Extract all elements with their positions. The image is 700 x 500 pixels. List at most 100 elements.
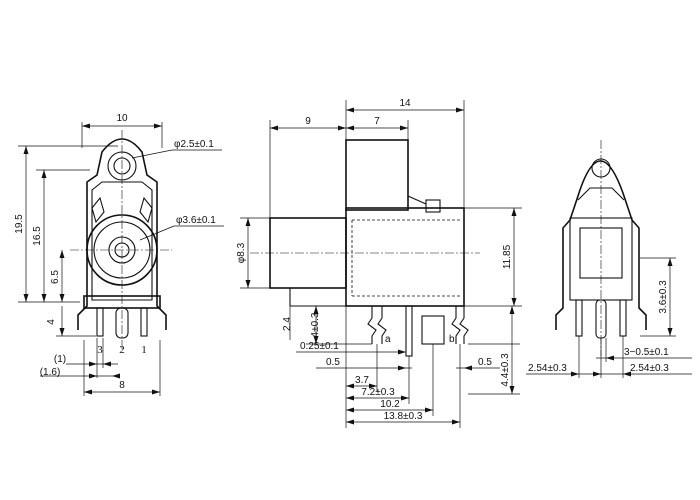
side-dim-pin-width-left: 0.5 (326, 357, 340, 368)
side-dim-7-arrow-r (400, 125, 408, 131)
front-dim-65-arrow-t (59, 250, 65, 258)
side-dim-1185-arrow-t (511, 208, 517, 216)
front-dim-offset2-arrow-a (89, 373, 97, 379)
front-dim-pin-protrusion: 4 (46, 319, 57, 325)
front-dim-h165-arrow-b (41, 294, 47, 302)
front-latch-left (91, 196, 105, 224)
side-dim-4-arrow-b (313, 336, 319, 344)
side-dim-barrel-length: 9 (305, 116, 311, 127)
side-dim-05l-arrow (398, 365, 406, 371)
front-dim-width-arrow-l (82, 123, 90, 129)
rear-dim-pitch-arrow-c (593, 371, 601, 377)
side-dim-37-arrow-r (369, 383, 377, 389)
rear-dim-pinw-arrow (606, 355, 614, 361)
rear-dim-pin-width: 3−0.5±0.1 (624, 347, 669, 358)
side-dim-44-arrow-b (509, 386, 515, 394)
side-dim-025-arrow (398, 349, 406, 355)
front-dim-height: 19.5 (14, 214, 25, 234)
front-dim-pin-offset: (1) (54, 354, 66, 365)
front-dim-top-hole: φ2.5±0.1 (174, 139, 214, 150)
side-dim-overall-length: 14 (399, 98, 411, 109)
side-dim-barrel-diameter: φ8.3 (236, 242, 247, 263)
front-dim-h195-arrow-t (23, 146, 29, 154)
side-dim-pin-width-right: 0.5 (478, 357, 492, 368)
rear-dim-pitch-right: 2.54±0.3 (630, 363, 669, 374)
front-dim-8-arrow-l (84, 389, 92, 395)
side-dim-138-arrow-l (346, 419, 354, 425)
side-dim-pin-thickness: 0.25±0.1 (300, 341, 339, 352)
front-dim-65-arrow-b (59, 294, 65, 302)
side-dim-pin-a-pos: 3.7 (355, 375, 369, 386)
front-dim-h195-arrow-b (23, 294, 29, 302)
side-dim-pin-b-pos: 10.2 (380, 399, 400, 410)
side-dim-pin-b-height: 4.4±0.3 (500, 353, 511, 387)
front-dim-offset-arrow-a (89, 361, 97, 367)
side-dim-14-arrow-r (456, 107, 464, 113)
side-dim-standoff: 2.4 (282, 317, 293, 331)
rear-dim-pin-height: 3.6±0.3 (658, 280, 669, 314)
rear-pin-right (619, 299, 627, 337)
rear-view: 3.6±0.3 3−0.5±0.1 2.54±0.3 2.54±0.3 (526, 140, 692, 378)
front-pin-3 (96, 307, 104, 337)
rear-pin-left (575, 299, 583, 337)
front-dim-pin-span: 8 (119, 380, 125, 391)
side-dim-7-arrow-l (346, 125, 354, 131)
side-label-a: a (385, 334, 391, 345)
side-dim-pin-a-pos2: 7.2±0.3 (361, 387, 395, 398)
side-latch (425, 199, 441, 213)
side-dim-body-length: 13.8±0.3 (384, 411, 423, 422)
side-dim-138-arrow-r (452, 419, 460, 425)
side-dim-height: 11.85 (502, 244, 513, 269)
front-dim-width: 10 (116, 113, 128, 124)
side-pin-mid (405, 305, 413, 357)
rear-body-outline (555, 160, 647, 330)
side-dim-body-top: 7 (374, 116, 380, 127)
side-pin-a (367, 306, 387, 344)
side-dim-4-arrow-t (313, 306, 319, 314)
side-dim-102-arrow-l (346, 407, 354, 413)
side-dim-14-arrow-l (346, 107, 354, 113)
side-dim-83-arrow-b (245, 280, 251, 288)
side-dim-72-arrow-l (346, 395, 354, 401)
front-dim-8-arrow-r (152, 389, 160, 395)
front-latch-right (139, 196, 153, 224)
pin-label-3: 3 (97, 344, 103, 356)
side-dim-05r-arrow (464, 365, 472, 371)
side-dim-83-arrow-t (245, 218, 251, 226)
side-dim-pin-height: 4±0.3 (310, 312, 321, 337)
rear-dim-pitch-left: 2.54±0.3 (528, 363, 567, 374)
rear-dim-pitch-arrow-l (571, 371, 579, 377)
pin-label-2: 2 (119, 344, 125, 356)
front-pin-1 (140, 307, 148, 337)
side-view: 14 9 7 φ8.3 11.85 2.4 4±0.3 (236, 98, 522, 428)
front-dim-4-arrow-b (59, 328, 65, 336)
side-top-housing (345, 139, 409, 211)
front-view: 10 19.5 16.5 6.5 4 3 2 1 (1) (14, 113, 224, 396)
rear-dim-36-arrow-b (667, 328, 673, 336)
side-label-b: b (449, 334, 455, 345)
side-latch-ramp (407, 195, 427, 205)
rear-dim-pitch-arrow-r (623, 371, 631, 377)
side-dim-1185-arrow-b (511, 298, 517, 306)
side-dim-9-arrow-l (270, 125, 278, 131)
front-inner-frame (91, 181, 153, 301)
front-dim-jack-center: 6.5 (50, 270, 61, 284)
front-leader-jack-hole (139, 225, 175, 241)
front-dim-height-body: 16.5 (32, 226, 43, 246)
front-dim-h165-arrow-t (41, 170, 47, 178)
side-dim-72-arrow-r (401, 395, 409, 401)
side-dim-9-arrow-r (338, 125, 346, 131)
front-leader-top-hole (131, 149, 173, 159)
front-dim-offset-arrow-b (103, 361, 111, 367)
front-dim-width-arrow-r (154, 123, 162, 129)
front-dim-offset2-arrow-b (112, 373, 120, 379)
pin-label-1: 1 (141, 344, 147, 356)
rear-dim-36-arrow-t (667, 258, 673, 266)
side-dim-102-arrow-r (425, 407, 433, 413)
side-dim-44-arrow-t (509, 306, 515, 314)
side-dim-37-arrow-l (346, 383, 354, 389)
side-main-body (345, 207, 465, 307)
side-pin-block (421, 315, 445, 345)
front-dim-pin-offset-tol: (1.6) (40, 367, 61, 378)
